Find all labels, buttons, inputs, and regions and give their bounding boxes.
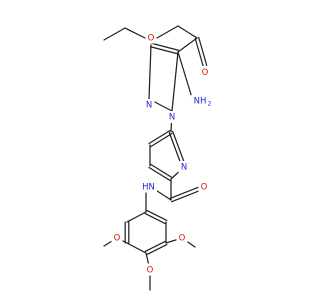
double-bond-line (150, 132, 173, 148)
double-bond-line (148, 166, 171, 182)
single-bond-line (124, 27, 146, 39)
single-bond-line (177, 51, 194, 102)
label-n: N (146, 101, 152, 111)
single-bond-line (177, 25, 198, 39)
double-bond-line (198, 36, 208, 67)
atom-amide-nh: HN (140, 180, 157, 193)
single-bond-line (156, 25, 179, 39)
atom-ome-left-o: O (111, 232, 123, 244)
atom-ome-mid-o: O (144, 263, 156, 276)
atom-amide-o: O (198, 180, 210, 193)
double-bond-line (169, 184, 204, 199)
atom-amino: NH 2 (191, 95, 215, 108)
double-bond-line (150, 42, 180, 51)
single-bond-line (126, 242, 147, 254)
molecule-structure: O O N N NH 2 N O HN O O O (103, 25, 215, 291)
double-bond-line (194, 37, 204, 68)
atom-ester-o-alkoxy: O (145, 31, 157, 44)
single-bond-line (103, 27, 126, 41)
label-hn: HN (142, 183, 155, 193)
double-bond-line (146, 209, 168, 222)
label-n: N (181, 163, 187, 173)
label-o: O (179, 234, 186, 244)
label-o: O (202, 68, 209, 78)
atom-ester-o-carbonyl: O (199, 66, 211, 78)
label-o: O (148, 34, 155, 44)
label-n: N (169, 113, 175, 123)
label-subscript-2: 2 (208, 101, 212, 108)
label-o: O (114, 234, 121, 244)
single-bond-line (177, 37, 198, 53)
double-bond-line (148, 129, 171, 145)
double-bond-line (150, 163, 173, 179)
single-bond-line (171, 51, 179, 112)
single-bond-line (126, 211, 147, 223)
double-bond-line (149, 46, 179, 55)
double-bond-line (172, 130, 187, 167)
double-bond-line (146, 243, 168, 256)
bond-lines (103, 25, 208, 291)
atom-ome-right-o: O (176, 232, 188, 244)
atom-pyridine-n: N (178, 161, 190, 173)
label-nh: NH (194, 97, 207, 107)
label-o: O (147, 266, 154, 276)
single-bond-line (148, 44, 152, 100)
atom-pyrazole-n2: N (166, 111, 178, 123)
label-o: O (201, 183, 208, 193)
double-bond-line (144, 240, 166, 253)
atom-pyrazole-n1: N (143, 99, 155, 111)
double-bond-line (144, 212, 166, 225)
